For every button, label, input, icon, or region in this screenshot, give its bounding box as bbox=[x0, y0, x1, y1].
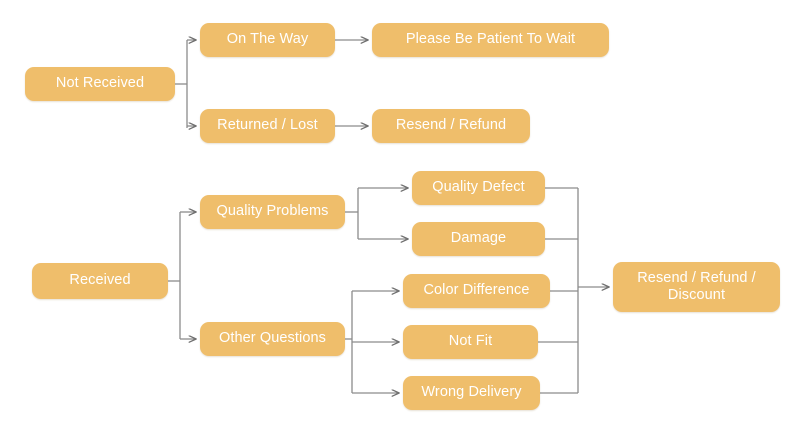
node-quality-problems[interactable]: Quality Problems bbox=[200, 195, 345, 229]
node-on-the-way[interactable]: On The Way bbox=[200, 23, 335, 57]
node-wrong-delivery[interactable]: Wrong Delivery bbox=[403, 376, 540, 410]
node-not-received[interactable]: Not Received bbox=[25, 67, 175, 101]
node-other-questions[interactable]: Other Questions bbox=[200, 322, 345, 356]
node-damage[interactable]: Damage bbox=[412, 222, 545, 256]
node-please-be-patient-to-wait[interactable]: Please Be Patient To Wait bbox=[372, 23, 609, 57]
node-resend-refund-discount[interactable]: Resend / Refund / Discount bbox=[613, 262, 780, 312]
node-resend-refund[interactable]: Resend / Refund bbox=[372, 109, 530, 143]
node-quality-defect[interactable]: Quality Defect bbox=[412, 171, 545, 205]
node-color-difference[interactable]: Color Difference bbox=[403, 274, 550, 308]
node-not-fit[interactable]: Not Fit bbox=[403, 325, 538, 359]
node-received[interactable]: Received bbox=[32, 263, 168, 299]
node-returned-lost[interactable]: Returned / Lost bbox=[200, 109, 335, 143]
